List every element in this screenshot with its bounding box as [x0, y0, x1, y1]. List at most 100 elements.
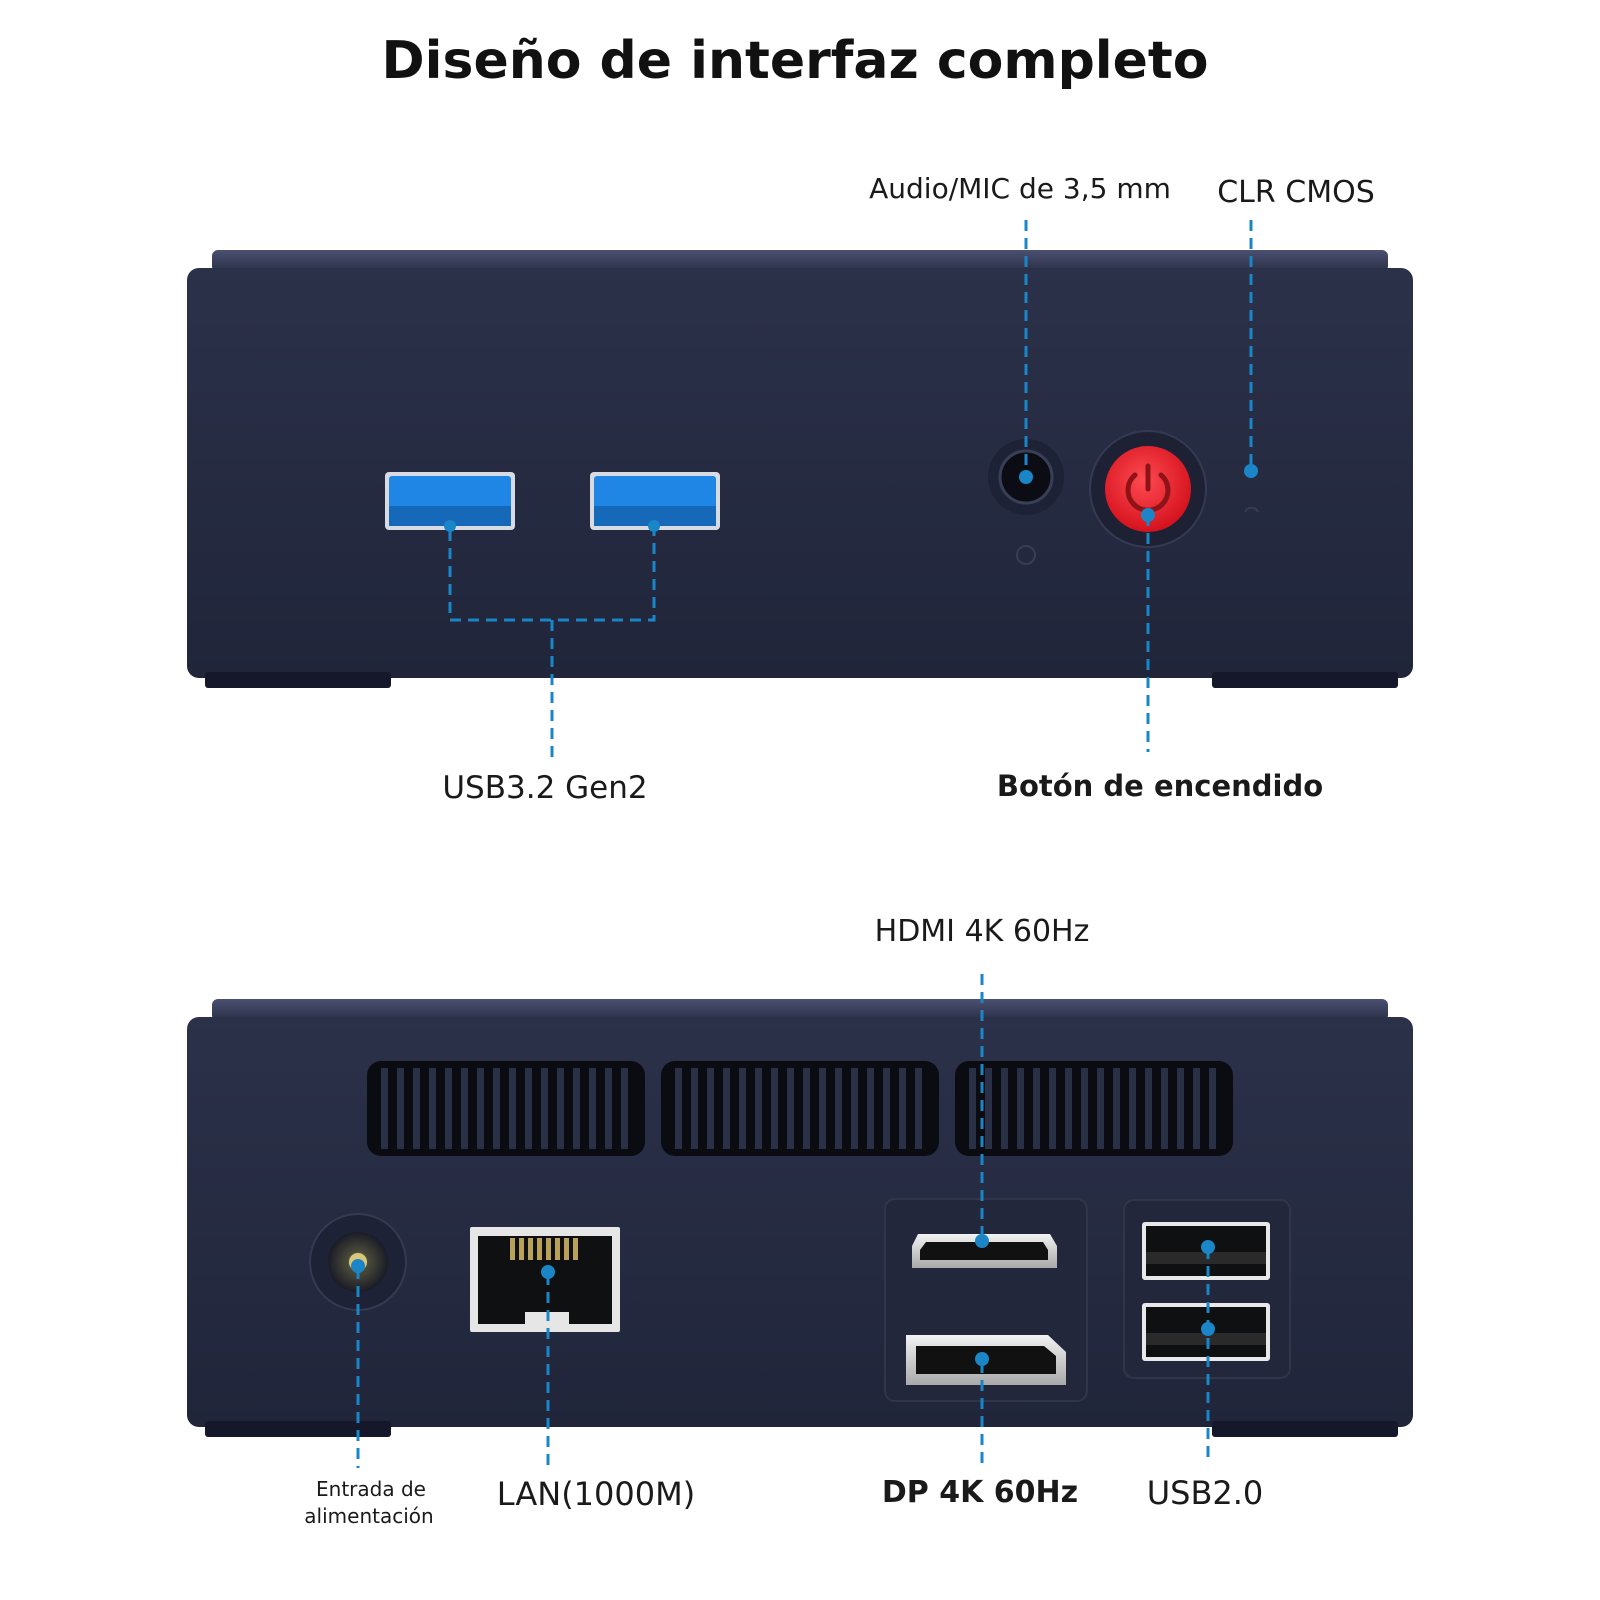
vent-fin [493, 1068, 500, 1149]
usb3-port-1 [385, 472, 515, 530]
vent-fin [899, 1068, 906, 1149]
vent-fin [621, 1068, 628, 1149]
power-in-label-line2: alimentación [304, 1504, 433, 1528]
vent-fin [1097, 1068, 1104, 1149]
lan-pin [573, 1238, 578, 1260]
power-in-callout-dot [351, 1259, 365, 1273]
vent-fin [675, 1068, 682, 1149]
vent-fin [819, 1068, 826, 1149]
lan-callout-dot [541, 1265, 555, 1279]
vent-fin [707, 1068, 714, 1149]
vent-fin [835, 1068, 842, 1149]
vent-grille [367, 1061, 1233, 1156]
lan-port [470, 1227, 620, 1332]
vent-fin [803, 1068, 810, 1149]
page-title: Diseño de interfaz completo [382, 31, 1209, 91]
vent-fin [573, 1068, 580, 1149]
power-callout-dot [1141, 508, 1155, 522]
vent-fin [1049, 1068, 1056, 1149]
vent-fin [691, 1068, 698, 1149]
usb3-callout-line [448, 530, 656, 760]
vent-fin [883, 1068, 890, 1149]
vent-fin [557, 1068, 564, 1149]
vent-fin [787, 1068, 794, 1149]
power-in-label-line1: Entrada de [316, 1477, 426, 1501]
vent-fin [381, 1068, 388, 1149]
vent-fin [755, 1068, 762, 1149]
vent-fin [1129, 1068, 1136, 1149]
usb3-label: USB3.2 Gen2 [442, 770, 647, 806]
hdmi-port [912, 1234, 1057, 1268]
vent-slot-group [367, 1061, 645, 1156]
vent-fin [985, 1068, 992, 1149]
vent-fin [1193, 1068, 1200, 1149]
back-lid [212, 999, 1388, 1021]
front-case [187, 268, 1413, 678]
lan-label: LAN(1000M) [497, 1475, 695, 1513]
back-panel: HDMI 4K 60Hz Entrada de alimentación LAN… [187, 914, 1413, 1528]
audio-callout-dot [1019, 470, 1033, 484]
vent-fin [739, 1068, 746, 1149]
vent-fin [1145, 1068, 1152, 1149]
vent-fin [867, 1068, 874, 1149]
vent-fin [429, 1068, 436, 1149]
vent-fin [525, 1068, 532, 1149]
usb2-callout-dot [1201, 1322, 1215, 1336]
lan-pin [537, 1238, 542, 1260]
vent-fin [1017, 1068, 1024, 1149]
vent-fin [1209, 1068, 1216, 1149]
front-lid [212, 250, 1388, 272]
vent-fin [605, 1068, 612, 1149]
usb3-port-2 [590, 472, 720, 530]
usb2-port-1 [1142, 1222, 1270, 1280]
usb3-callout-dot [648, 520, 660, 532]
clr-cmos-callout-dot [1244, 464, 1258, 478]
hdmi-callout-dot [975, 1234, 989, 1248]
vent-fin [541, 1068, 548, 1149]
vent-fin [1001, 1068, 1008, 1149]
usb2-label: USB2.0 [1147, 1474, 1264, 1512]
vent-fin [1033, 1068, 1040, 1149]
back-foot-left [205, 1421, 391, 1437]
usb2-callout-dot [1201, 1240, 1215, 1254]
vent-fin [1177, 1068, 1184, 1149]
vent-slot-group [955, 1061, 1233, 1156]
usb2-port-2 [1142, 1303, 1270, 1361]
vent-fin [461, 1068, 468, 1149]
vent-fin [509, 1068, 516, 1149]
vent-fin [397, 1068, 404, 1149]
vent-fin [1065, 1068, 1072, 1149]
lan-pin [519, 1238, 524, 1260]
vent-fin [851, 1068, 858, 1149]
vent-fin [723, 1068, 730, 1149]
front-foot-right [1212, 672, 1398, 688]
power-button [1089, 430, 1207, 548]
lan-pin [510, 1238, 515, 1260]
hdmi-label: HDMI 4K 60Hz [875, 914, 1090, 949]
vent-fin [589, 1068, 596, 1149]
vent-fin [969, 1068, 976, 1149]
vent-fin [915, 1068, 922, 1149]
audio-label: Audio/MIC de 3,5 mm [869, 172, 1171, 205]
usb3-callout-dot [444, 520, 456, 532]
lan-pin [546, 1238, 551, 1260]
vent-fin [771, 1068, 778, 1149]
lan-pin [555, 1238, 560, 1260]
dp-label: DP 4K 60Hz [882, 1475, 1078, 1510]
lan-pin [528, 1238, 533, 1260]
vent-slot-group [661, 1061, 939, 1156]
dp-callout-dot [975, 1352, 989, 1366]
vent-fin [1081, 1068, 1088, 1149]
lan-pin [564, 1238, 569, 1260]
vent-fin [413, 1068, 420, 1149]
vent-fin [445, 1068, 452, 1149]
front-foot-left [205, 672, 391, 688]
vent-fin [1113, 1068, 1120, 1149]
front-panel: Audio/MIC de 3,5 mm CLR CMOS USB3.2 Gen2… [187, 172, 1413, 806]
vent-fin [1161, 1068, 1168, 1149]
vent-fin [477, 1068, 484, 1149]
clr-cmos-label: CLR CMOS [1217, 175, 1375, 210]
back-foot-right [1212, 1421, 1398, 1437]
power-button-label: Botón de encendido [997, 769, 1323, 803]
